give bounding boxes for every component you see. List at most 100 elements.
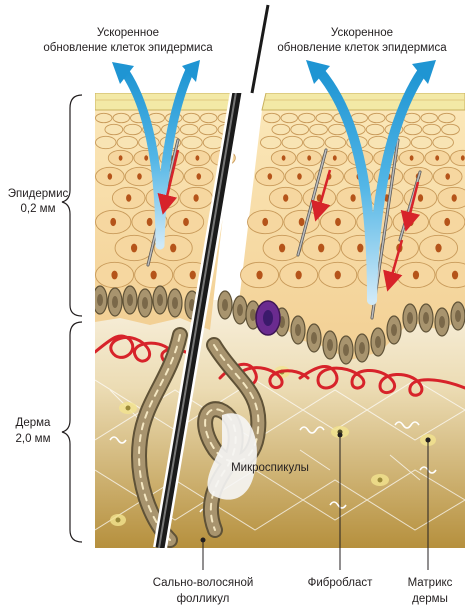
basal-cell-nucleus: [327, 339, 333, 351]
cell-nucleus: [452, 271, 458, 280]
follicle-label-line1: Сально-волосяной: [153, 577, 254, 589]
basal-cell-nucleus: [343, 344, 349, 356]
cell-nucleus: [131, 244, 137, 253]
keratinocyte: [180, 124, 198, 134]
basal-cell-nucleus: [423, 312, 429, 324]
cell-nucleus: [119, 155, 123, 160]
cell-nucleus: [268, 173, 273, 179]
keratinocyte: [411, 136, 432, 148]
cell-nucleus: [195, 155, 199, 160]
basal-cell-nucleus: [127, 294, 133, 306]
stratum-corneum-right: [262, 93, 465, 110]
keratinocyte: [96, 136, 117, 148]
fibroblast-label: Фибробласт: [308, 577, 373, 589]
cell-nucleus: [297, 173, 302, 179]
basal-cell-nucleus: [407, 312, 413, 324]
cell-nucleus: [435, 155, 439, 160]
basal-cell-nucleus: [172, 297, 178, 309]
cell-nucleus: [435, 244, 441, 253]
cell-nucleus: [444, 218, 450, 226]
cell-nucleus: [413, 271, 419, 280]
cell-nucleus: [335, 218, 341, 226]
cell-nucleus: [350, 194, 355, 201]
cell-nucleus: [126, 194, 131, 201]
keratinocyte: [182, 136, 203, 148]
basal-cell-nucleus: [439, 316, 445, 328]
keratinocyte: [433, 136, 454, 148]
cell-nucleus: [151, 271, 157, 280]
bracket-dermis: [62, 322, 82, 542]
keratinocyte: [316, 113, 333, 122]
cell-nucleus: [147, 218, 153, 226]
microspicules-label: Микроспикулы: [231, 462, 309, 474]
basal-cell-nucleus: [455, 310, 461, 322]
keratinocyte: [423, 124, 441, 134]
cell-nucleus: [256, 271, 262, 280]
matrix-label-line1: Матрикс: [408, 577, 453, 589]
keratinocyte: [199, 124, 217, 134]
keratinocyte: [282, 136, 303, 148]
cell-nucleus: [262, 218, 268, 226]
keratinocyte: [404, 113, 421, 122]
basal-cell-nucleus: [295, 324, 301, 336]
basal-cell-nucleus: [237, 304, 243, 316]
cell-nucleus: [452, 194, 457, 201]
keratinocyte: [96, 113, 113, 122]
cell-nucleus: [299, 218, 305, 226]
basal-cell-nucleus: [112, 296, 118, 308]
epidermis-label-line2: 0,2 мм: [21, 203, 56, 215]
keratinocyte: [325, 136, 346, 148]
keratinocyte: [369, 113, 386, 122]
matrix-label-line2: дермы: [412, 593, 448, 605]
keratinocyte: [105, 124, 123, 134]
cell-nucleus: [357, 244, 363, 253]
top-right-label-line2: обновление клеток эпидермиса: [277, 42, 447, 54]
keratinocyte: [117, 136, 138, 148]
basal-cell-nucleus: [311, 332, 317, 344]
cell-nucleus: [193, 194, 198, 201]
hair-tip: [252, 5, 268, 93]
cell-nucleus: [144, 155, 148, 160]
basal-cell-nucleus: [157, 294, 163, 306]
bracket-epidermis: [62, 95, 82, 316]
cell-nucleus: [137, 173, 142, 179]
keratinocyte: [421, 113, 438, 122]
keratinocyte: [304, 136, 325, 148]
keratinocyte: [201, 113, 218, 122]
keratinocyte: [310, 124, 328, 134]
keratinocyte: [404, 124, 422, 134]
cell-nucleus: [296, 271, 302, 280]
cell-nucleus: [279, 244, 285, 253]
basal-cell-nucleus: [97, 294, 103, 306]
keratinocyte: [261, 136, 282, 148]
keratinocyte: [366, 124, 384, 134]
keratinocyte: [183, 113, 200, 122]
top-left-label-line2: обновление клеток эпидермиса: [43, 42, 213, 54]
keratinocyte: [281, 113, 298, 122]
cell-nucleus: [445, 173, 450, 179]
keratinocyte: [439, 113, 456, 122]
basal-cell-nucleus: [375, 336, 381, 348]
basal-cell-nucleus: [359, 342, 365, 354]
cell-nucleus: [110, 218, 116, 226]
keratinocyte: [264, 113, 281, 122]
basal-cell-nucleus: [250, 309, 256, 321]
cell-nucleus: [461, 155, 465, 160]
cell-nucleus: [170, 244, 176, 253]
cell-nucleus: [410, 155, 414, 160]
cell-nucleus: [335, 271, 341, 280]
epidermis-label-line1: Эпидермис: [8, 188, 69, 200]
keratinocyte: [351, 113, 368, 122]
keratinocyte: [113, 113, 130, 122]
cell-nucleus: [418, 194, 423, 201]
keratinocyte: [291, 124, 309, 134]
cell-nucleus: [318, 244, 324, 253]
cell-nucleus: [282, 155, 286, 160]
cell-nucleus: [190, 271, 196, 280]
cell-nucleus: [111, 271, 117, 280]
keratinocyte: [442, 124, 460, 134]
basal-cell-nucleus: [391, 324, 397, 336]
follicle-label-line2: фолликул: [177, 593, 230, 605]
basal-cell-nucleus: [142, 297, 148, 309]
